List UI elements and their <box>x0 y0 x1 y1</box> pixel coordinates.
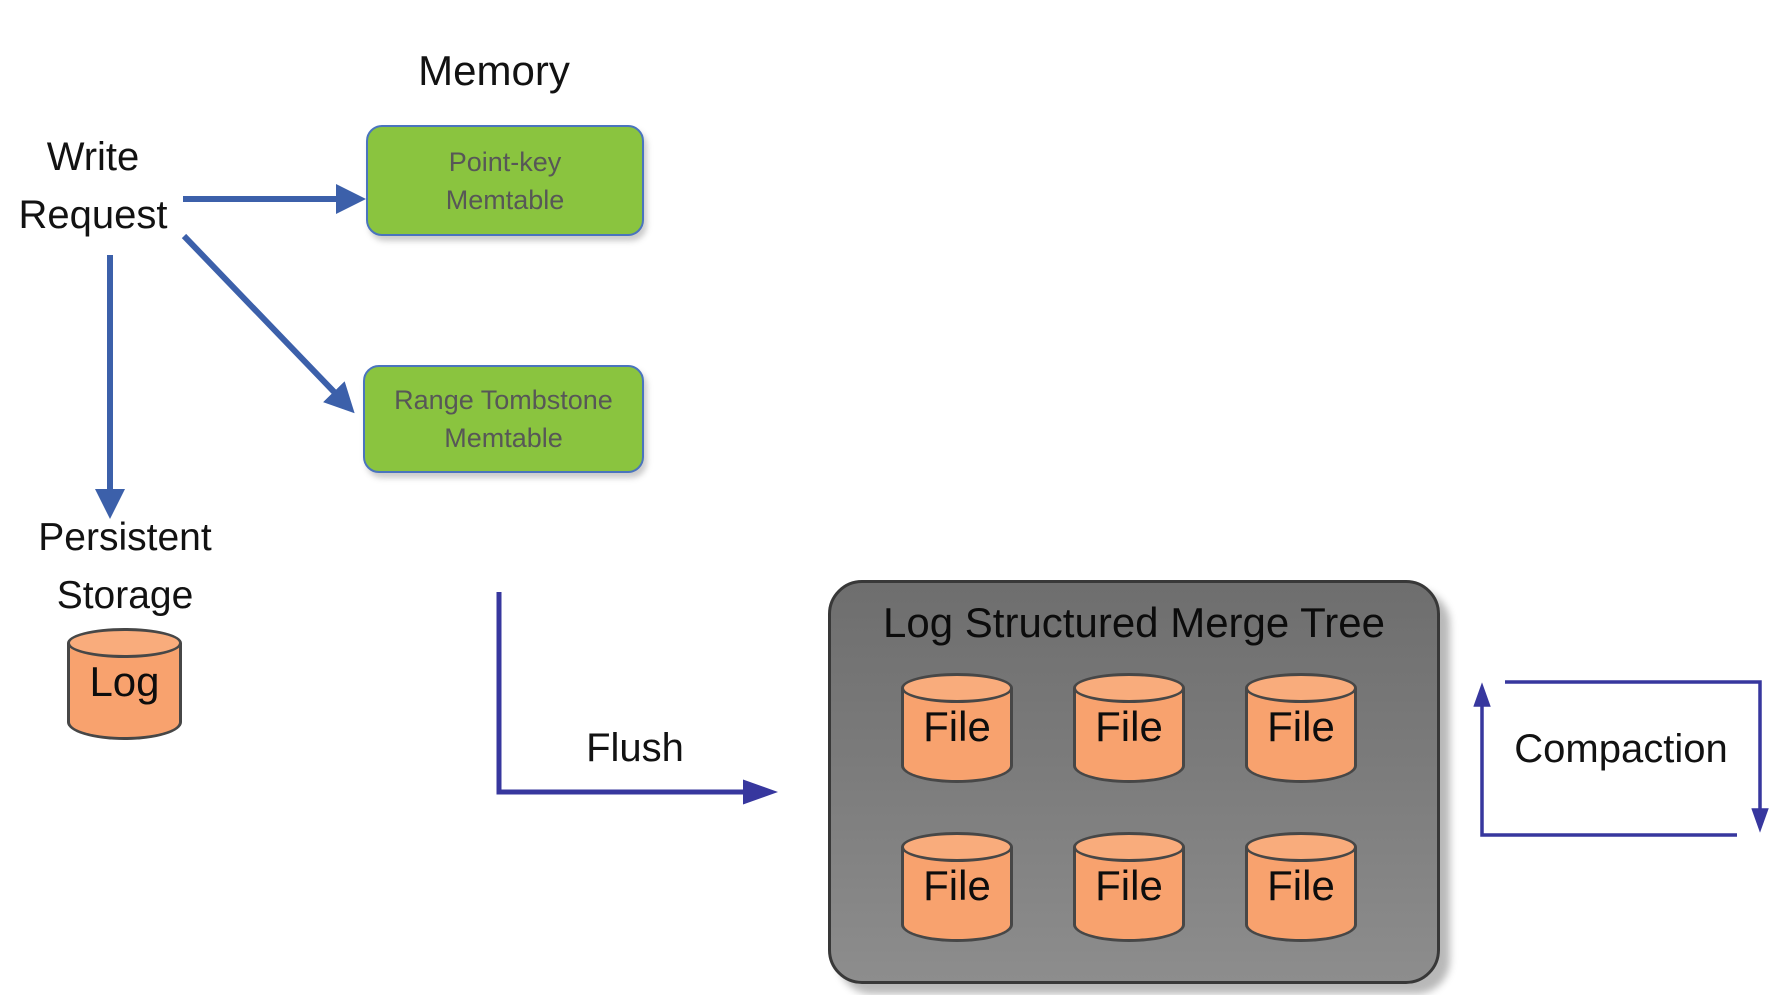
persistent-storage-line2: Storage <box>56 574 194 617</box>
compaction-label: Compaction <box>1514 727 1728 771</box>
file-cylinder-icon: File <box>1073 673 1185 783</box>
file-cylinder-body <box>1245 847 1357 942</box>
log-cylinder-top <box>67 628 182 658</box>
write-request-line1: Write <box>46 135 140 179</box>
file-cylinder-label: File <box>1095 862 1163 909</box>
file-cylinder-icon: File <box>1073 832 1185 942</box>
file-cylinder-icon: File <box>901 673 1013 783</box>
log-cylinder-body <box>67 643 182 740</box>
range-tombstone-memtable-box: Range Tombstone Memtable <box>363 365 644 473</box>
memory-region-label: Memory <box>418 47 570 94</box>
log-cylinder-label: Log <box>89 658 160 705</box>
file-cylinder-body <box>1073 847 1185 942</box>
flush-label: Flush <box>586 726 684 770</box>
file-cylinder-body <box>901 847 1013 942</box>
point-key-memtable-box: Point-key Memtable <box>366 125 644 236</box>
file-cylinder-label: File <box>1267 703 1335 750</box>
log-cylinder-icon: Log <box>67 628 182 740</box>
persistent-storage-label: Persistent Storage <box>18 509 232 625</box>
file-cylinder-top <box>1245 673 1357 703</box>
file-cylinder-body <box>1073 688 1185 783</box>
write-request-line2: Request <box>18 193 168 237</box>
file-cylinder-label: File <box>923 862 991 909</box>
file-cylinder-label: File <box>1267 862 1335 909</box>
range-tombstone-memtable-line1: Range Tombstone <box>394 385 613 415</box>
file-cylinder-top <box>1245 832 1357 862</box>
file-cylinder-label: File <box>1095 703 1163 750</box>
file-cylinder-top <box>1073 673 1185 703</box>
range-tombstone-memtable-line2: Memtable <box>444 423 563 453</box>
file-cylinder-top <box>1073 832 1185 862</box>
file-cylinder-icon: File <box>1245 673 1357 783</box>
write-to-range-arrow <box>181 233 355 414</box>
file-cylinder-label: File <box>923 703 991 750</box>
file-cylinder-top <box>901 673 1013 703</box>
file-cylinder-icon: File <box>901 832 1013 942</box>
file-cylinder-top <box>901 832 1013 862</box>
write-request-label: Write Request <box>0 128 186 244</box>
persistent-storage-line1: Persistent <box>38 516 212 559</box>
point-key-memtable-line2: Memtable <box>445 184 565 215</box>
file-cylinder-icon: File <box>1245 832 1357 942</box>
file-cylinder-body <box>901 688 1013 783</box>
file-cylinder-body <box>1245 688 1357 783</box>
lsm-tree-title: Log Structured Merge Tree <box>883 599 1385 646</box>
point-key-memtable-line1: Point-key <box>448 146 562 177</box>
